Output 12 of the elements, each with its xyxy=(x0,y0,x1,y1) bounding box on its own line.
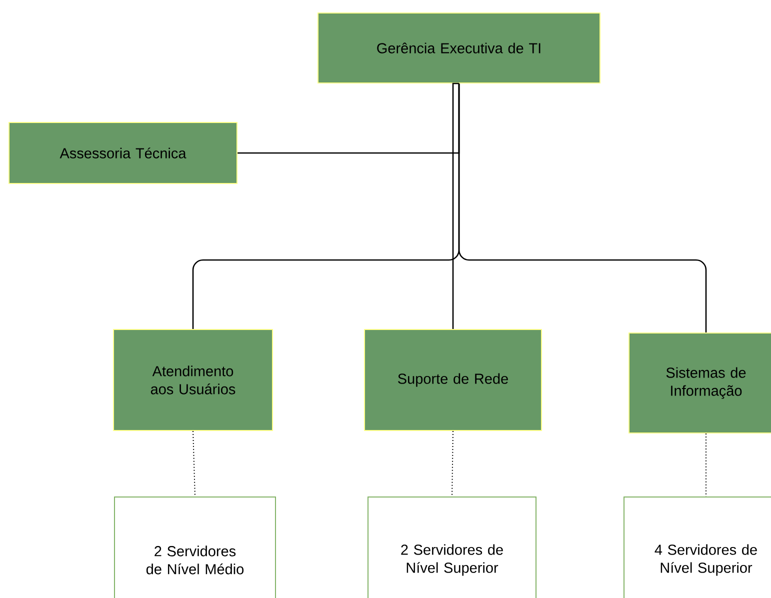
connector-line xyxy=(452,82,459,329)
unit-box: Assessoria Técnica xyxy=(8,122,238,184)
connector-line xyxy=(192,430,196,497)
connector-line xyxy=(458,84,707,332)
unit-box: Gerência Executiva de TI xyxy=(318,12,600,84)
unit-box: Atendimento aos Usuários xyxy=(113,329,273,431)
connector-line xyxy=(452,430,454,497)
unit-box: Sistemas de Informação xyxy=(628,332,771,434)
staff-box: 2 Servidores de Nível Médio xyxy=(114,496,276,598)
staff-box: 2 Servidores de Nível Superior xyxy=(368,496,536,598)
unit-box: Suporte de Rede xyxy=(364,329,542,431)
staff-box: 4 Servidores de Nível Superior xyxy=(624,496,771,598)
